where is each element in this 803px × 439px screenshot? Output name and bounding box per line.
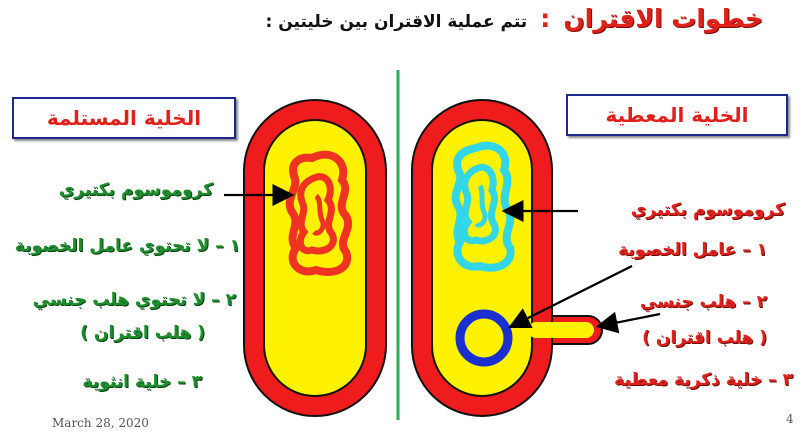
recipient-item-2-line-1: ٢ – لا تحتوي هلب جنسي <box>33 290 236 310</box>
donor-cell-label: الخلية المعطية <box>566 94 788 136</box>
recipient-cell <box>244 100 386 416</box>
donor-chromosome-label: كروموسوم بكتيري <box>631 200 785 220</box>
donor-item-2-line-2: ( هلب اقتران ) <box>642 328 767 348</box>
recipient-item-2-line-2: ( هلب اقتران ) <box>80 323 205 343</box>
recipient-item-1: ١ – لا تحتوي عامل الخصوبة <box>15 236 240 256</box>
recipient-item-3: ٣ – خلية انثوية <box>82 372 202 392</box>
page-number: 4 <box>786 412 794 426</box>
donor-item-2-line-1: ٢ – هلب جنسي <box>640 292 767 312</box>
arrow-sex-pilus <box>600 314 660 326</box>
donor-item-3: ٣ – خلية ذكرية معطية <box>614 370 793 390</box>
recipient-cell-label: الخلية المستلمة <box>12 97 236 139</box>
footer-date: March 28, 2020 <box>52 416 149 430</box>
donor-item-1: ١ – عامل الخصوبة <box>618 240 767 260</box>
recipient-chromosome-label: كروموسوم بكتيري <box>59 180 213 200</box>
